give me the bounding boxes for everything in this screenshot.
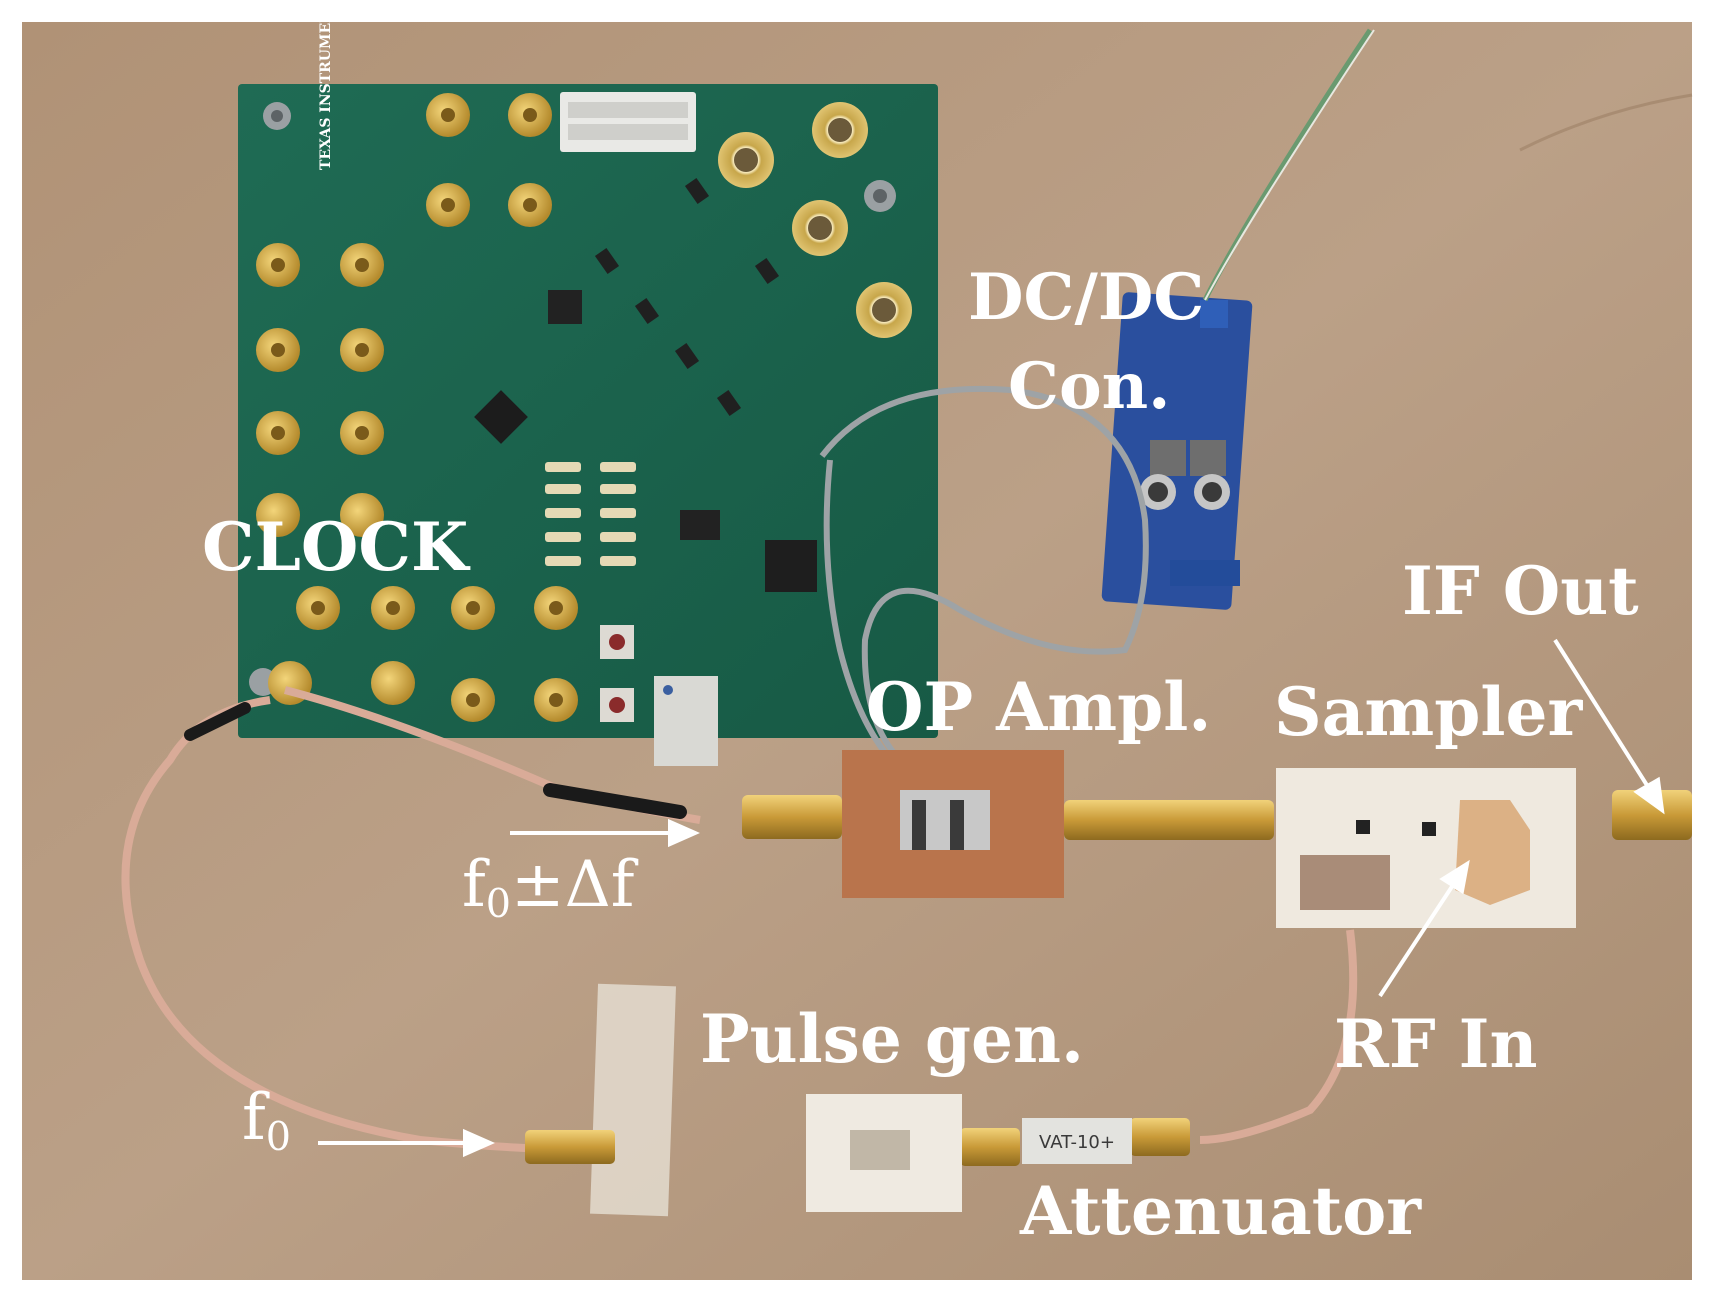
dcdc-label-line2: Con. <box>1008 349 1171 424</box>
sampler-board <box>1276 768 1576 928</box>
sma-connector-chain <box>525 790 1692 1166</box>
sampler-label: Sampler <box>1274 673 1583 751</box>
arrow-f0-delta-f-head <box>668 818 700 848</box>
pulse-gen-label: Pulse gen. <box>700 1000 1084 1078</box>
arrow-if-out-head <box>1633 776 1665 815</box>
dcdc-label-line1: DC/DC <box>968 260 1205 335</box>
arrow-rf-in-head <box>1439 859 1470 895</box>
arrow-if-out <box>1553 638 1652 792</box>
op-ampl-label: OP Ampl. <box>866 668 1212 746</box>
rf-in-label: RF In <box>1334 1005 1538 1083</box>
board-brand-text: TEXAS INSTRUMENTS <box>318 0 334 170</box>
arrow-f0-head <box>463 1128 495 1158</box>
arrow-rf-in <box>1378 880 1457 998</box>
dcdc-board <box>1101 28 1375 610</box>
annotation-arrows <box>318 638 1665 1158</box>
f0-delta-f-label: f0±Δf <box>462 848 635 928</box>
pulse-generator-board <box>806 1094 962 1212</box>
evaluation-board: TEXAS INSTRUMENTS <box>238 0 938 766</box>
attenuator-marking: VAT-10+ <box>1039 1132 1115 1153</box>
clock-label: CLOCK <box>202 508 469 586</box>
op-amp-board <box>842 750 1064 898</box>
attenuator-label: Attenuator <box>1020 1172 1422 1250</box>
f0-label: f0 <box>242 1081 291 1161</box>
if-out-label: IF Out <box>1402 552 1639 630</box>
attenuator: VAT-10+ <box>1022 1118 1132 1164</box>
